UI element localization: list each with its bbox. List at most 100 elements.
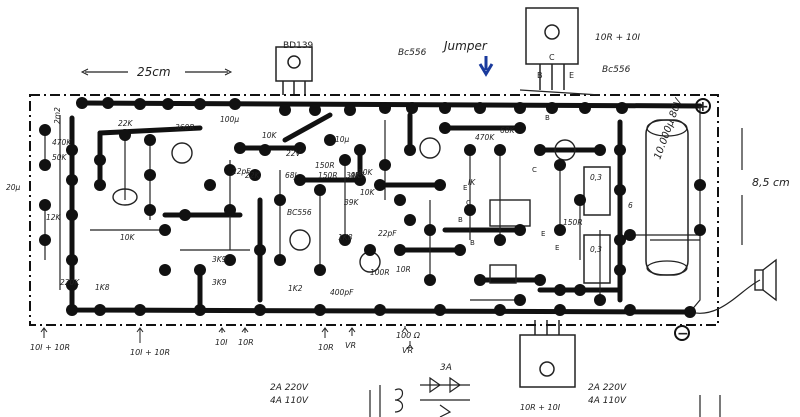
component-label: 0,3 — [590, 173, 602, 182]
solder-pad — [102, 97, 114, 109]
solder-pad — [594, 294, 606, 306]
svg-text:E: E — [569, 71, 574, 80]
solder-pad — [534, 144, 546, 156]
supply-right-line2: 4A 110V — [588, 396, 627, 406]
solder-pad — [39, 234, 51, 246]
solder-pad — [39, 159, 51, 171]
board-outline — [29, 94, 719, 326]
solder-pad — [424, 224, 436, 236]
component-label: 3K9 — [212, 255, 227, 264]
component-label: 0,3 — [590, 245, 602, 254]
speaker-icon — [754, 258, 777, 302]
component-label: IK — [468, 178, 476, 187]
solder-pad — [39, 199, 51, 211]
component-label: 22pF — [378, 229, 397, 238]
solder-pad — [324, 134, 336, 146]
solder-pad — [344, 104, 356, 116]
solder-pad — [464, 144, 476, 156]
resistor-0r3-upper — [583, 166, 611, 216]
component-label: 20μ — [6, 183, 21, 192]
bd139-label: BD139 — [283, 41, 314, 51]
solder-pad — [224, 204, 236, 216]
solder-pad — [394, 194, 406, 206]
solder-pad — [404, 214, 416, 226]
solder-pad — [514, 102, 526, 114]
solder-pad — [159, 264, 171, 276]
solder-pad — [439, 102, 451, 114]
solder-pad — [274, 194, 286, 206]
component-label: 1K2 — [288, 284, 303, 293]
component-label: 2m2 — [53, 107, 62, 124]
height-label: 8,5 cm — [752, 176, 790, 189]
supply-left-line1: 2A 220V — [270, 383, 309, 393]
pin-label: E — [463, 184, 467, 192]
solder-pad — [534, 274, 546, 286]
arrow-up-icon — [136, 327, 144, 343]
solder-pad — [379, 159, 391, 171]
component-label: 470K — [475, 133, 495, 142]
component-label: 470K — [52, 138, 72, 147]
top-trimmer-label: 10R + 10I — [595, 33, 640, 43]
solder-pad — [144, 204, 156, 216]
thin-wires — [44, 89, 761, 314]
component-label: 39K — [344, 198, 360, 207]
solder-pad — [614, 184, 626, 196]
solder-pad — [66, 174, 78, 186]
supply-right-line1: 2A 220V — [588, 383, 627, 393]
component-label: BC556 — [287, 208, 312, 217]
solder-pad — [94, 154, 106, 166]
solder-pad — [494, 144, 506, 156]
solder-pad — [314, 184, 326, 196]
solder-pad — [684, 306, 696, 318]
component-label: 4K7 — [350, 171, 365, 180]
fuse-label: 3A — [440, 363, 452, 373]
component-label: 150R — [315, 161, 335, 170]
solder-pad — [294, 142, 306, 154]
solder-pad — [574, 284, 586, 296]
solder-pad — [66, 254, 78, 266]
solder-pad — [234, 142, 246, 154]
jumper-label: Jumper — [442, 39, 488, 53]
bottom-label: 10I + 10R — [30, 343, 70, 352]
solder-pad — [194, 304, 206, 316]
solder-pad — [474, 274, 486, 286]
solder-pad — [162, 98, 174, 110]
bottom-label: 10I — [215, 338, 228, 347]
pin-label: B — [458, 216, 463, 224]
component-label: 10μ — [335, 135, 350, 144]
solder-pad — [76, 97, 88, 109]
component-label: 150R — [563, 218, 583, 227]
solder-pad — [66, 144, 78, 156]
bottom-label: VR — [345, 341, 356, 350]
pin-label: B — [545, 114, 550, 122]
solder-pad — [294, 174, 306, 186]
solder-pad — [514, 294, 526, 306]
solder-pad — [374, 179, 386, 191]
solder-pad — [554, 304, 566, 316]
solder-pad — [254, 304, 266, 316]
arrow-up-icon — [321, 327, 329, 338]
bottom-label: 10I + 10R — [130, 348, 170, 357]
arrow-up-icon — [218, 327, 226, 333]
bc556-label-right: Bc556 — [602, 65, 631, 75]
solder-pad — [554, 159, 566, 171]
solder-pads — [39, 97, 706, 318]
solder-pad — [406, 102, 418, 114]
solder-pad — [554, 284, 566, 296]
solder-pad — [94, 179, 106, 191]
transistor-bd139-package: BD139 — [275, 41, 314, 95]
component-label: 10K — [262, 131, 278, 140]
solder-pad — [454, 244, 466, 256]
solder-pad — [494, 304, 506, 316]
trimmer-bottom-package — [519, 320, 576, 388]
solder-pad — [554, 224, 566, 236]
arrow-up-icon — [241, 327, 249, 333]
solder-pad — [434, 304, 446, 316]
solder-pad — [616, 102, 628, 114]
solder-pad — [144, 169, 156, 181]
component-label: 100μ — [220, 115, 239, 124]
solder-pad — [574, 194, 586, 206]
